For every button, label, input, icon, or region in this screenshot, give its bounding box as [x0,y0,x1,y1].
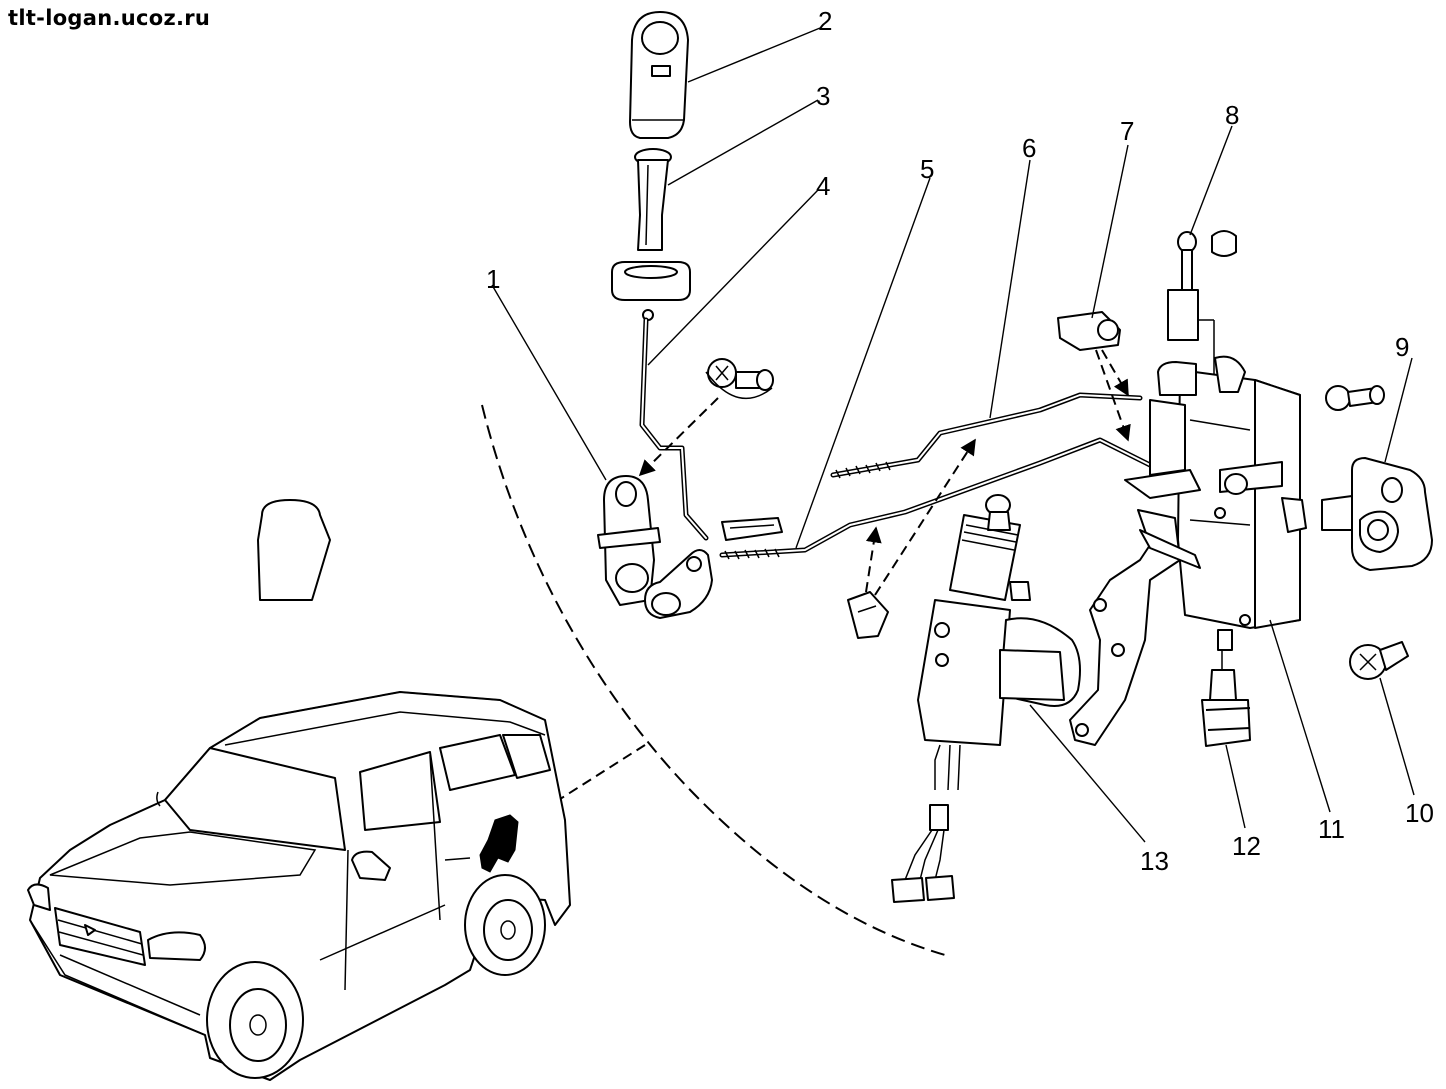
screw-lock [1325,385,1385,411]
callout-6: 6 [1022,133,1036,163]
rod-clip-small [847,591,889,639]
leader-lines [491,27,1415,843]
clip-arrow-1 [865,526,882,593]
clip-arrow-2 [874,438,976,596]
part-3-rod-connector [634,148,672,251]
part-8-rod-end [1167,230,1237,500]
part-12-connector [1201,650,1251,747]
part-1-lever-assembly [597,475,713,619]
part-10-screw [1349,641,1409,680]
part-5-lower-rod [719,437,1163,560]
callout-1: 1 [486,264,500,294]
car-illustration [27,691,571,1081]
screw-arrow [638,397,719,477]
part-4-lock-rod [639,309,709,541]
detail-boundary-arc [481,404,946,956]
callout-7: 7 [1120,116,1134,146]
callout-labels: 1 2 3 4 5 6 7 8 9 10 11 12 13 [486,6,1434,876]
part-6-upper-rod [830,392,1143,479]
grommet [611,261,691,301]
callout-4: 4 [816,171,830,201]
screw-arc [705,371,773,400]
callout-8: 8 [1225,100,1239,130]
clip7-arrow-1 [1101,349,1129,397]
callout-12: 12 [1232,831,1261,861]
callout-9: 9 [1395,332,1409,362]
lock-bracket-plate [1069,509,1201,746]
callout-2: 2 [818,6,832,36]
part-7-clip [1057,311,1121,351]
callout-11: 11 [1318,814,1345,844]
rod-clip [721,517,783,541]
part-13-actuator [257,494,1081,903]
callout-13: 13 [1140,846,1169,876]
callout-10: 10 [1405,798,1434,828]
part-2-lock-button [629,11,689,139]
callout-5: 5 [920,154,934,184]
car-pointer-arrow [533,744,646,816]
callout-3: 3 [816,81,830,111]
part-9-striker [1321,457,1433,571]
part-11-lock-body [1124,355,1307,651]
watermark-text: tlt-logan.ucoz.ru [8,6,211,30]
screw-top [707,358,774,391]
